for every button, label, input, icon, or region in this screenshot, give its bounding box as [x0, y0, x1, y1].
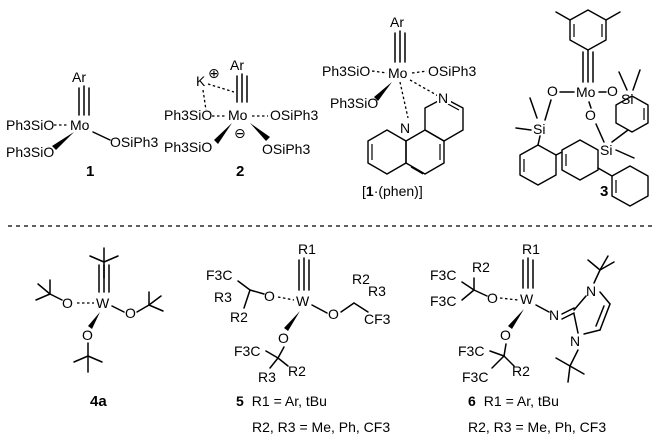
r2-3: R2 [512, 363, 530, 379]
compound-label-4a: 4a [90, 393, 107, 410]
ligand-ph3sio-left: Ph3SiO [322, 63, 370, 79]
phen-nitrogen-1: N [438, 90, 448, 106]
oxygen-1: O [62, 295, 73, 311]
r3-2: R3 [368, 283, 386, 299]
compound-1: Ar Mo Ph3SiO OSiPh3 Ph3SiO 1 [6, 69, 158, 180]
oxygen-2: O [607, 83, 618, 99]
silicon-1: Si [533, 121, 545, 137]
cation-k: K [196, 73, 206, 89]
ligand-osiph3-right-1: OSiPh3 [270, 107, 318, 123]
ligand-osiph3-right: OSiPh3 [428, 63, 476, 79]
compound-label-1-phen: [1·(phen)] [362, 183, 423, 199]
nitrogen-ring-2: N [570, 333, 580, 349]
oxygen-3: O [82, 327, 93, 343]
compound-2: Ar K ⊕ Mo ⊖ Ph3SiO OSiPh3 Ph3SiO OSiPh3 … [164, 57, 318, 180]
compound-label-3: 3 [600, 183, 608, 200]
metal-mo: Mo [70, 117, 90, 133]
f3c-1: F3C [430, 267, 456, 283]
phen-nitrogen-2: N [400, 120, 410, 136]
f3c-3: F3C [458, 343, 484, 359]
f3c-4: F3C [462, 369, 488, 385]
r2-3: R2 [288, 363, 306, 379]
ligand-osiph3-right: OSiPh3 [110, 134, 158, 150]
oxygen-2: O [125, 305, 136, 321]
compound-6-caption-line-2: R2, R3 = Me, Ph, CF3 [468, 419, 606, 435]
compound-1-phen: Ar Mo Ph3SiO OSiPh3 Ph3SiO N N [1·(phen)… [322, 14, 476, 199]
oxygen-1: O [487, 290, 498, 306]
compound-3: Mo O O O Si Si Si 3 [515, 9, 649, 207]
ligand-ph3sio-bottom: Ph3SiO [164, 139, 212, 155]
minus-charge: ⊖ [234, 125, 246, 141]
r1-label: R1 [522, 241, 540, 257]
compound-4a: W O O O 4a [35, 247, 164, 410]
nitrogen-imine: N [549, 307, 559, 323]
ligand-ph3sio-bottom: Ph3SiO [6, 144, 54, 160]
metal-w: W [296, 293, 310, 309]
compound-6: R1 W O F3C R2 F3C N N N [430, 241, 615, 435]
ligand-ph3sio-bottom: Ph3SiO [330, 95, 378, 111]
ligand-ph3sio-left: Ph3SiO [164, 107, 212, 123]
oxygen-3: O [278, 330, 289, 346]
oxygen-1: O [264, 288, 275, 304]
r2-1: R2 [230, 309, 248, 325]
compound-label-1: 1 [86, 163, 94, 180]
r3-3: R3 [258, 369, 276, 385]
r2-2: R2 [352, 271, 370, 287]
oxygen-1: O [547, 83, 558, 99]
f3c-3: F3C [234, 343, 260, 359]
f3c-2: F3C [430, 293, 456, 309]
r2-1: R2 [472, 259, 490, 275]
compound-label-2: 2 [236, 163, 244, 180]
compound-5: R1 W O F3C R3 R2 O R2 R3 CF3 O F3C R3 R2… [206, 241, 391, 435]
aryl-label: Ar [390, 14, 404, 30]
nitrogen-ring-1: N [586, 283, 596, 299]
r3-1: R3 [214, 289, 232, 305]
ligand-osiph3-right-2: OSiPh3 [262, 141, 310, 157]
metal-w: W [520, 291, 534, 307]
metal-mo: Mo [576, 84, 596, 100]
metal-mo: Mo [388, 65, 408, 81]
plus-charge: ⊕ [208, 65, 220, 81]
oxygen-3: O [585, 107, 596, 123]
oxygen-2: O [328, 306, 339, 322]
silicon-3: Si [600, 142, 612, 158]
f3c-1: F3C [206, 267, 232, 283]
aryl-label: Ar [72, 69, 86, 85]
cf3-2: CF3 [364, 311, 391, 327]
aryl-label: Ar [230, 57, 244, 73]
r1-label: R1 [298, 241, 316, 257]
metal-mo: Mo [228, 107, 248, 123]
ligand-ph3sio-left: Ph3SiO [6, 117, 54, 133]
metal-w: W [96, 295, 110, 311]
oxygen-2: O [500, 327, 511, 343]
compound-5-caption-line-2: R2, R3 = Me, Ph, CF3 [252, 419, 390, 435]
